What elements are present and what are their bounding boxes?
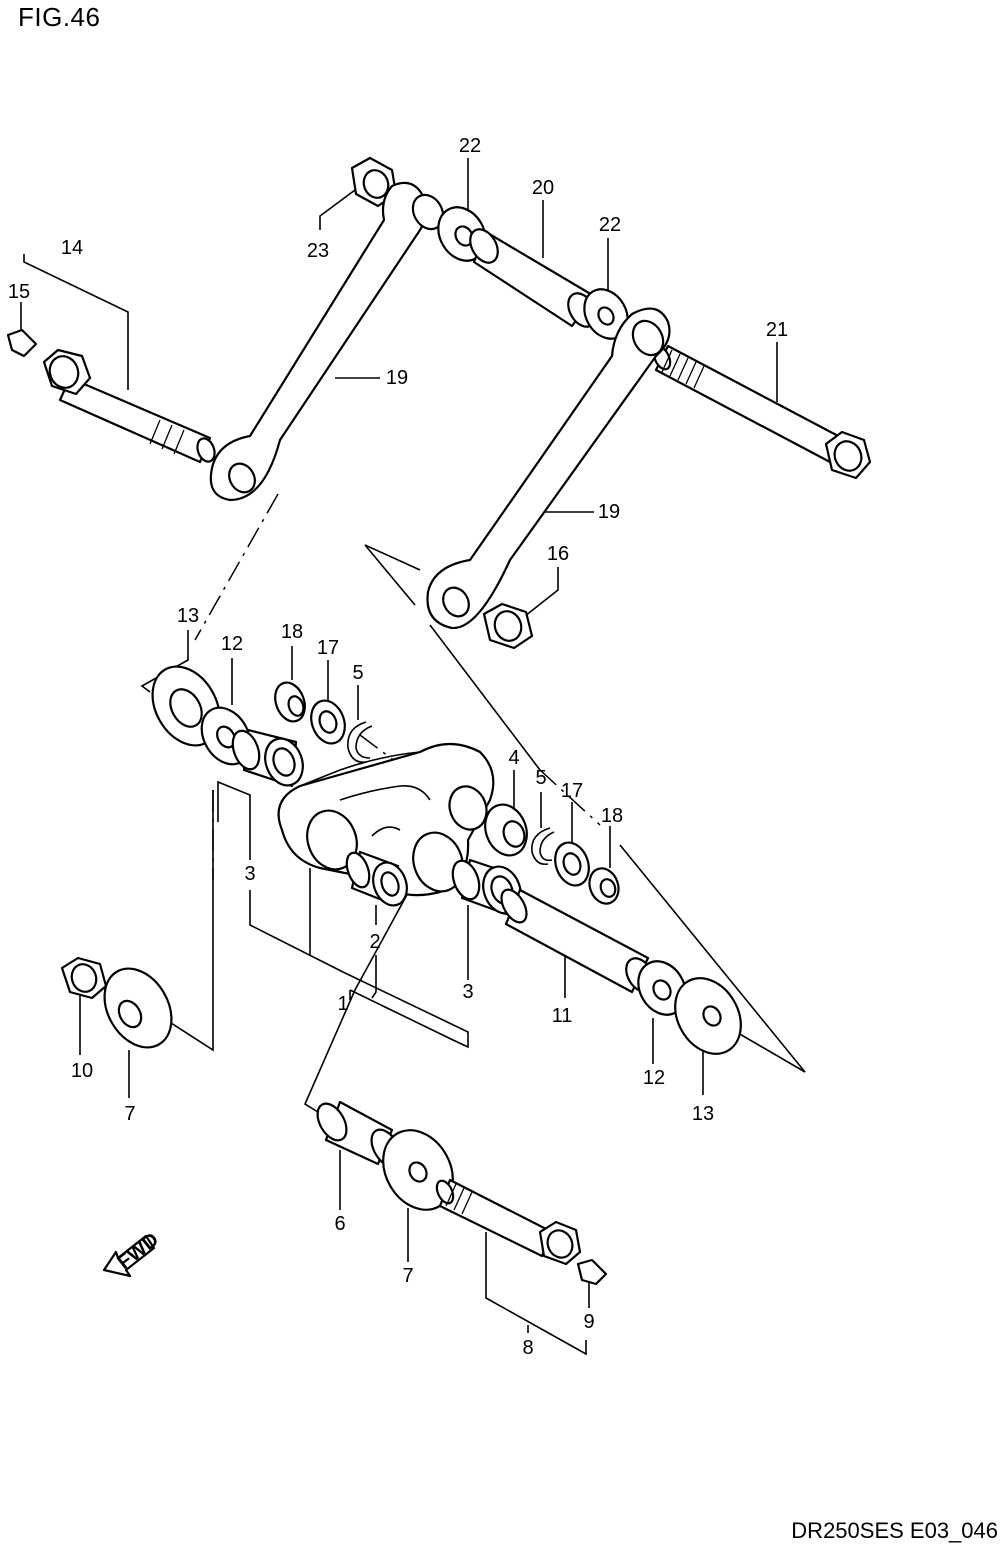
callout-9: 9 (583, 1311, 594, 1333)
callout-10: 10 (71, 1060, 93, 1082)
fwd-label: FWD (114, 1229, 163, 1274)
part-5-circlip-right (531, 827, 555, 866)
part-13-dust-seal-right (674, 977, 742, 1055)
part-9-grease-nipple (576, 1258, 608, 1286)
callout-13-left: 13 (177, 605, 199, 627)
callout-2: 2 (369, 931, 380, 953)
diagram-code: DR250SES E03_046 (791, 1518, 998, 1543)
callout-15: 15 (8, 281, 30, 303)
part-10-nut (60, 956, 108, 1000)
part-19-link-rod-left (209, 181, 445, 502)
callout-5-right: 5 (535, 767, 546, 789)
callout-5-left: 5 (352, 662, 363, 684)
callout-17-right: 17 (561, 780, 583, 802)
part-3-bearing-left (231, 728, 304, 788)
callout-23: 23 (307, 240, 329, 262)
callout-labels: 1 2 3 3 4 5 5 6 7 7 8 9 10 11 12 12 13 1… (8, 135, 788, 1359)
fwd-arrow-icon: FWD (102, 1229, 163, 1278)
callout-12-left: 12 (221, 633, 243, 655)
part-5-circlip-left (347, 721, 373, 764)
part-4-sleeve (484, 803, 528, 857)
callout-11: 11 (552, 1005, 573, 1027)
part-19-link-rod-right (426, 307, 671, 630)
leader-lines (20, 158, 806, 1356)
part-15-grease-nipple (6, 328, 38, 358)
callout-1: 1 (337, 993, 348, 1015)
callout-3-right: 3 (462, 981, 473, 1003)
callout-22-upper: 22 (459, 135, 481, 157)
callout-6: 6 (334, 1213, 345, 1235)
part-7-washer-left (103, 967, 173, 1049)
callout-17-left: 17 (317, 637, 339, 659)
part-18-sleeve-right (588, 867, 620, 905)
callout-19-lower: 19 (598, 501, 620, 523)
callout-7-lower: 7 (402, 1265, 413, 1287)
part-22-washer-lower (583, 288, 629, 340)
part-20-collar (469, 228, 597, 328)
callout-7-left: 7 (124, 1103, 135, 1125)
part-14-bolt (42, 348, 216, 464)
callout-14: 14 (61, 237, 83, 259)
callout-22-lower: 22 (599, 214, 621, 236)
callout-16: 16 (547, 543, 569, 565)
callout-21: 21 (766, 319, 788, 341)
callout-8: 8 (522, 1337, 533, 1359)
part-17-oil-seal-left (310, 699, 346, 745)
part-11-spacer (500, 888, 655, 994)
part-16-nut (482, 602, 534, 650)
callout-3-left: 3 (244, 863, 255, 885)
figure-title: FIG.46 (18, 2, 101, 32)
callout-18-right: 18 (601, 805, 623, 827)
part-18-sleeve-left (274, 681, 306, 723)
part-8-bolt (435, 1178, 582, 1266)
part-2-bearing (345, 850, 408, 907)
part-21-bolt (652, 344, 872, 480)
callout-19-upper: 19 (386, 367, 408, 389)
callout-12-right: 12 (643, 1067, 665, 1089)
callout-4: 4 (508, 747, 519, 769)
part-17-oil-seal-right (554, 841, 590, 887)
callout-13-right: 13 (692, 1103, 714, 1125)
callout-18-left: 18 (281, 621, 303, 643)
callout-20: 20 (532, 177, 554, 199)
